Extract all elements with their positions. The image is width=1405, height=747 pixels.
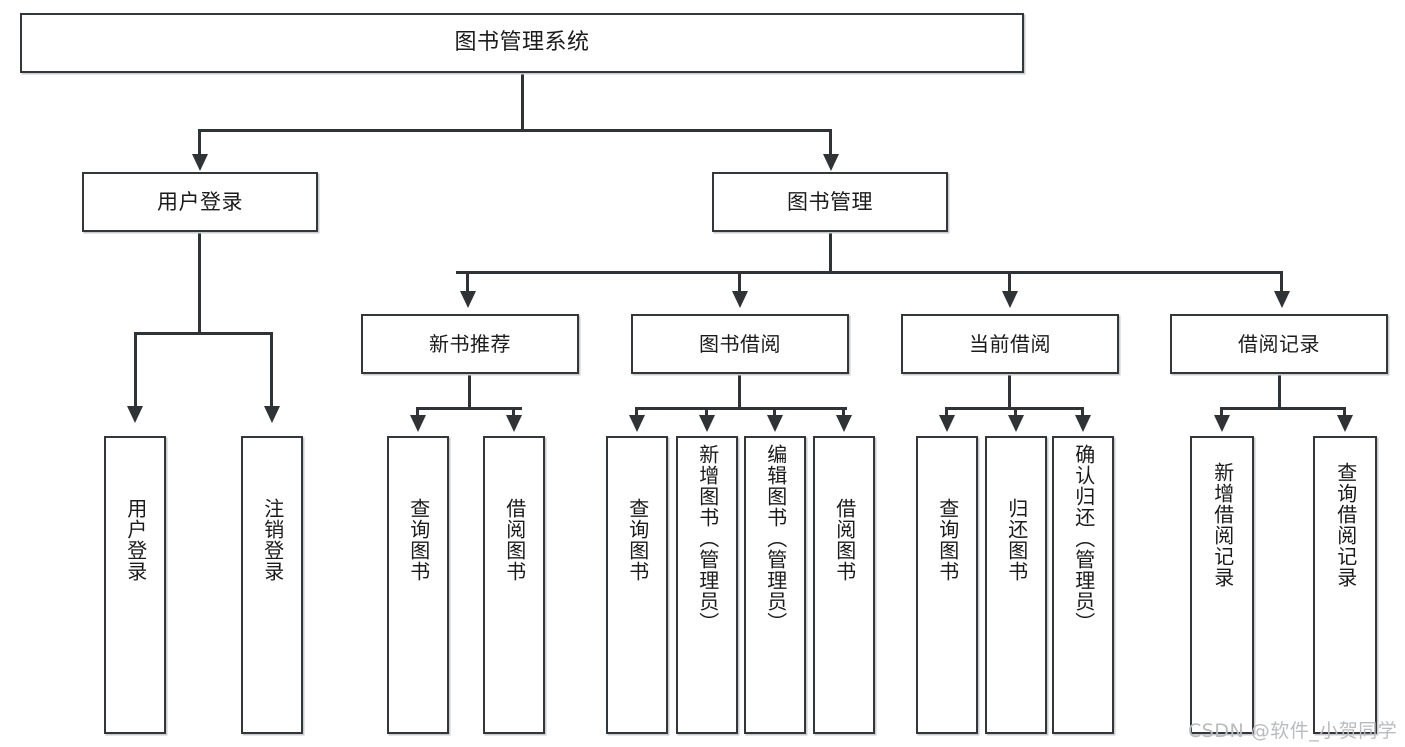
connector-cb-c1 <box>945 407 948 417</box>
connector-book-mgmt-c4 <box>1280 271 1283 293</box>
connector-user-login-trunk <box>198 232 201 334</box>
connector-book-borrow-bar <box>635 407 847 410</box>
arrow-bb-add-book <box>699 415 715 432</box>
connector-root-to-book-mgmt <box>829 129 832 157</box>
connector-cb-c2 <box>1014 407 1017 417</box>
arrow-cb-query-book <box>939 415 955 432</box>
node-label: 新增图书（管理员） <box>695 444 720 633</box>
arrow-to-current-borrow <box>1002 291 1018 308</box>
connector-book-mgmt-c1 <box>466 271 469 293</box>
connector-bb-c1 <box>635 407 638 417</box>
arrow-br-add-record <box>1214 415 1230 432</box>
node-label: 用户登录 <box>123 498 148 582</box>
node-label: 归还图书 <box>1004 498 1029 582</box>
leaf-borrow-book-bb[interactable]: 借阅图书 <box>813 436 875 734</box>
leaf-query-book-cb[interactable]: 查询图书 <box>916 436 978 734</box>
connector-root-to-user-login <box>198 129 201 157</box>
node-label: 图书管理系统 <box>454 30 590 56</box>
node-label: 注销登录 <box>260 498 285 582</box>
node-label: 当前借阅 <box>969 331 1051 356</box>
connector-new-book-rec-bar <box>416 407 522 410</box>
connector-current-borrow-bar <box>945 407 1082 410</box>
node-label: 编辑图书（管理员） <box>763 444 788 633</box>
arrow-cb-return-book <box>1008 415 1024 432</box>
node-root-book-management-system[interactable]: 图书管理系统 <box>20 13 1024 73</box>
node-label: 借阅图书 <box>502 498 527 582</box>
node-current-borrow[interactable]: 当前借阅 <box>901 314 1119 374</box>
node-label: 新增借阅记录 <box>1210 462 1235 588</box>
arrow-br-query-record <box>1337 415 1353 432</box>
connector-br-c2 <box>1343 407 1346 417</box>
node-label: 借阅记录 <box>1238 331 1320 356</box>
connector-bb-c3 <box>773 407 776 417</box>
arrow-to-new-book-rec <box>460 291 476 308</box>
leaf-add-borrow-record[interactable]: 新增借阅记录 <box>1190 436 1254 734</box>
node-book-borrow[interactable]: 图书借阅 <box>631 314 849 374</box>
leaf-confirm-return-admin[interactable]: 确认归还（管理员） <box>1052 436 1114 734</box>
leaf-query-borrow-record[interactable]: 查询借阅记录 <box>1313 436 1377 734</box>
leaf-edit-book-admin[interactable]: 编辑图书（管理员） <box>744 436 806 734</box>
connector-book-mgmt-c3 <box>1008 271 1011 293</box>
node-label: 查询图书 <box>406 498 431 582</box>
node-label: 借阅图书 <box>832 498 857 582</box>
arrow-bb-borrow-book <box>836 415 852 432</box>
node-borrow-record[interactable]: 借阅记录 <box>1170 314 1388 374</box>
leaf-query-book-nbr[interactable]: 查询图书 <box>387 436 449 734</box>
connector-current-borrow-trunk <box>1008 374 1011 410</box>
arrow-nbr-borrow-book <box>506 415 522 432</box>
node-label: 图书管理 <box>787 189 873 214</box>
connector-nbr-c2 <box>512 407 515 417</box>
connector-book-mgmt-trunk <box>829 232 832 274</box>
node-book-management[interactable]: 图书管理 <box>712 172 948 232</box>
connector-root-trunk <box>521 73 524 131</box>
connector-nbr-c1 <box>416 407 419 417</box>
leaf-return-book[interactable]: 归还图书 <box>985 436 1047 734</box>
arrow-cb-confirm-return <box>1075 415 1091 432</box>
arrow-leaf-logout <box>264 406 280 423</box>
node-label: 确认归还（管理员） <box>1071 444 1096 633</box>
connector-borrow-record-bar <box>1220 407 1345 410</box>
arrow-to-user-login <box>192 154 208 171</box>
connector-br-c1 <box>1220 407 1223 417</box>
connector-user-login-bar <box>134 332 272 335</box>
node-label: 图书借阅 <box>699 331 781 356</box>
connector-cb-c3 <box>1081 407 1084 417</box>
node-label: 查询图书 <box>625 498 650 582</box>
node-label: 查询图书 <box>935 498 960 582</box>
leaf-logout[interactable]: 注销登录 <box>241 436 303 734</box>
arrow-to-book-mgmt <box>823 154 839 171</box>
leaf-add-book-admin[interactable]: 新增图书（管理员） <box>676 436 738 734</box>
node-label: 查询借阅记录 <box>1333 462 1358 588</box>
connector-book-borrow-trunk <box>738 374 741 410</box>
connector-user-login-c2 <box>270 332 273 408</box>
node-user-login[interactable]: 用户登录 <box>82 172 318 232</box>
arrow-nbr-query-book <box>410 415 426 432</box>
node-label: 新书推荐 <box>429 331 511 356</box>
leaf-query-book-bb[interactable]: 查询图书 <box>606 436 668 734</box>
node-new-book-recommend[interactable]: 新书推荐 <box>361 314 579 374</box>
leaf-user-login[interactable]: 用户登录 <box>104 436 166 734</box>
connector-bb-c4 <box>842 407 845 417</box>
connector-book-mgmt-c2 <box>738 271 741 293</box>
node-label: 用户登录 <box>157 189 243 214</box>
arrow-to-borrow-record <box>1274 291 1290 308</box>
leaf-borrow-book-nbr[interactable]: 借阅图书 <box>483 436 545 734</box>
arrow-leaf-user-login <box>127 406 143 423</box>
connector-new-book-rec-trunk <box>468 374 471 410</box>
arrow-bb-edit-book <box>767 415 783 432</box>
connector-bb-c2 <box>705 407 708 417</box>
connector-root-bar <box>198 129 832 132</box>
connector-book-mgmt-bar <box>456 271 1283 274</box>
connector-borrow-record-trunk <box>1278 374 1281 410</box>
arrow-bb-query-book <box>629 415 645 432</box>
arrow-to-book-borrow <box>732 291 748 308</box>
connector-user-login-c1 <box>134 332 137 408</box>
